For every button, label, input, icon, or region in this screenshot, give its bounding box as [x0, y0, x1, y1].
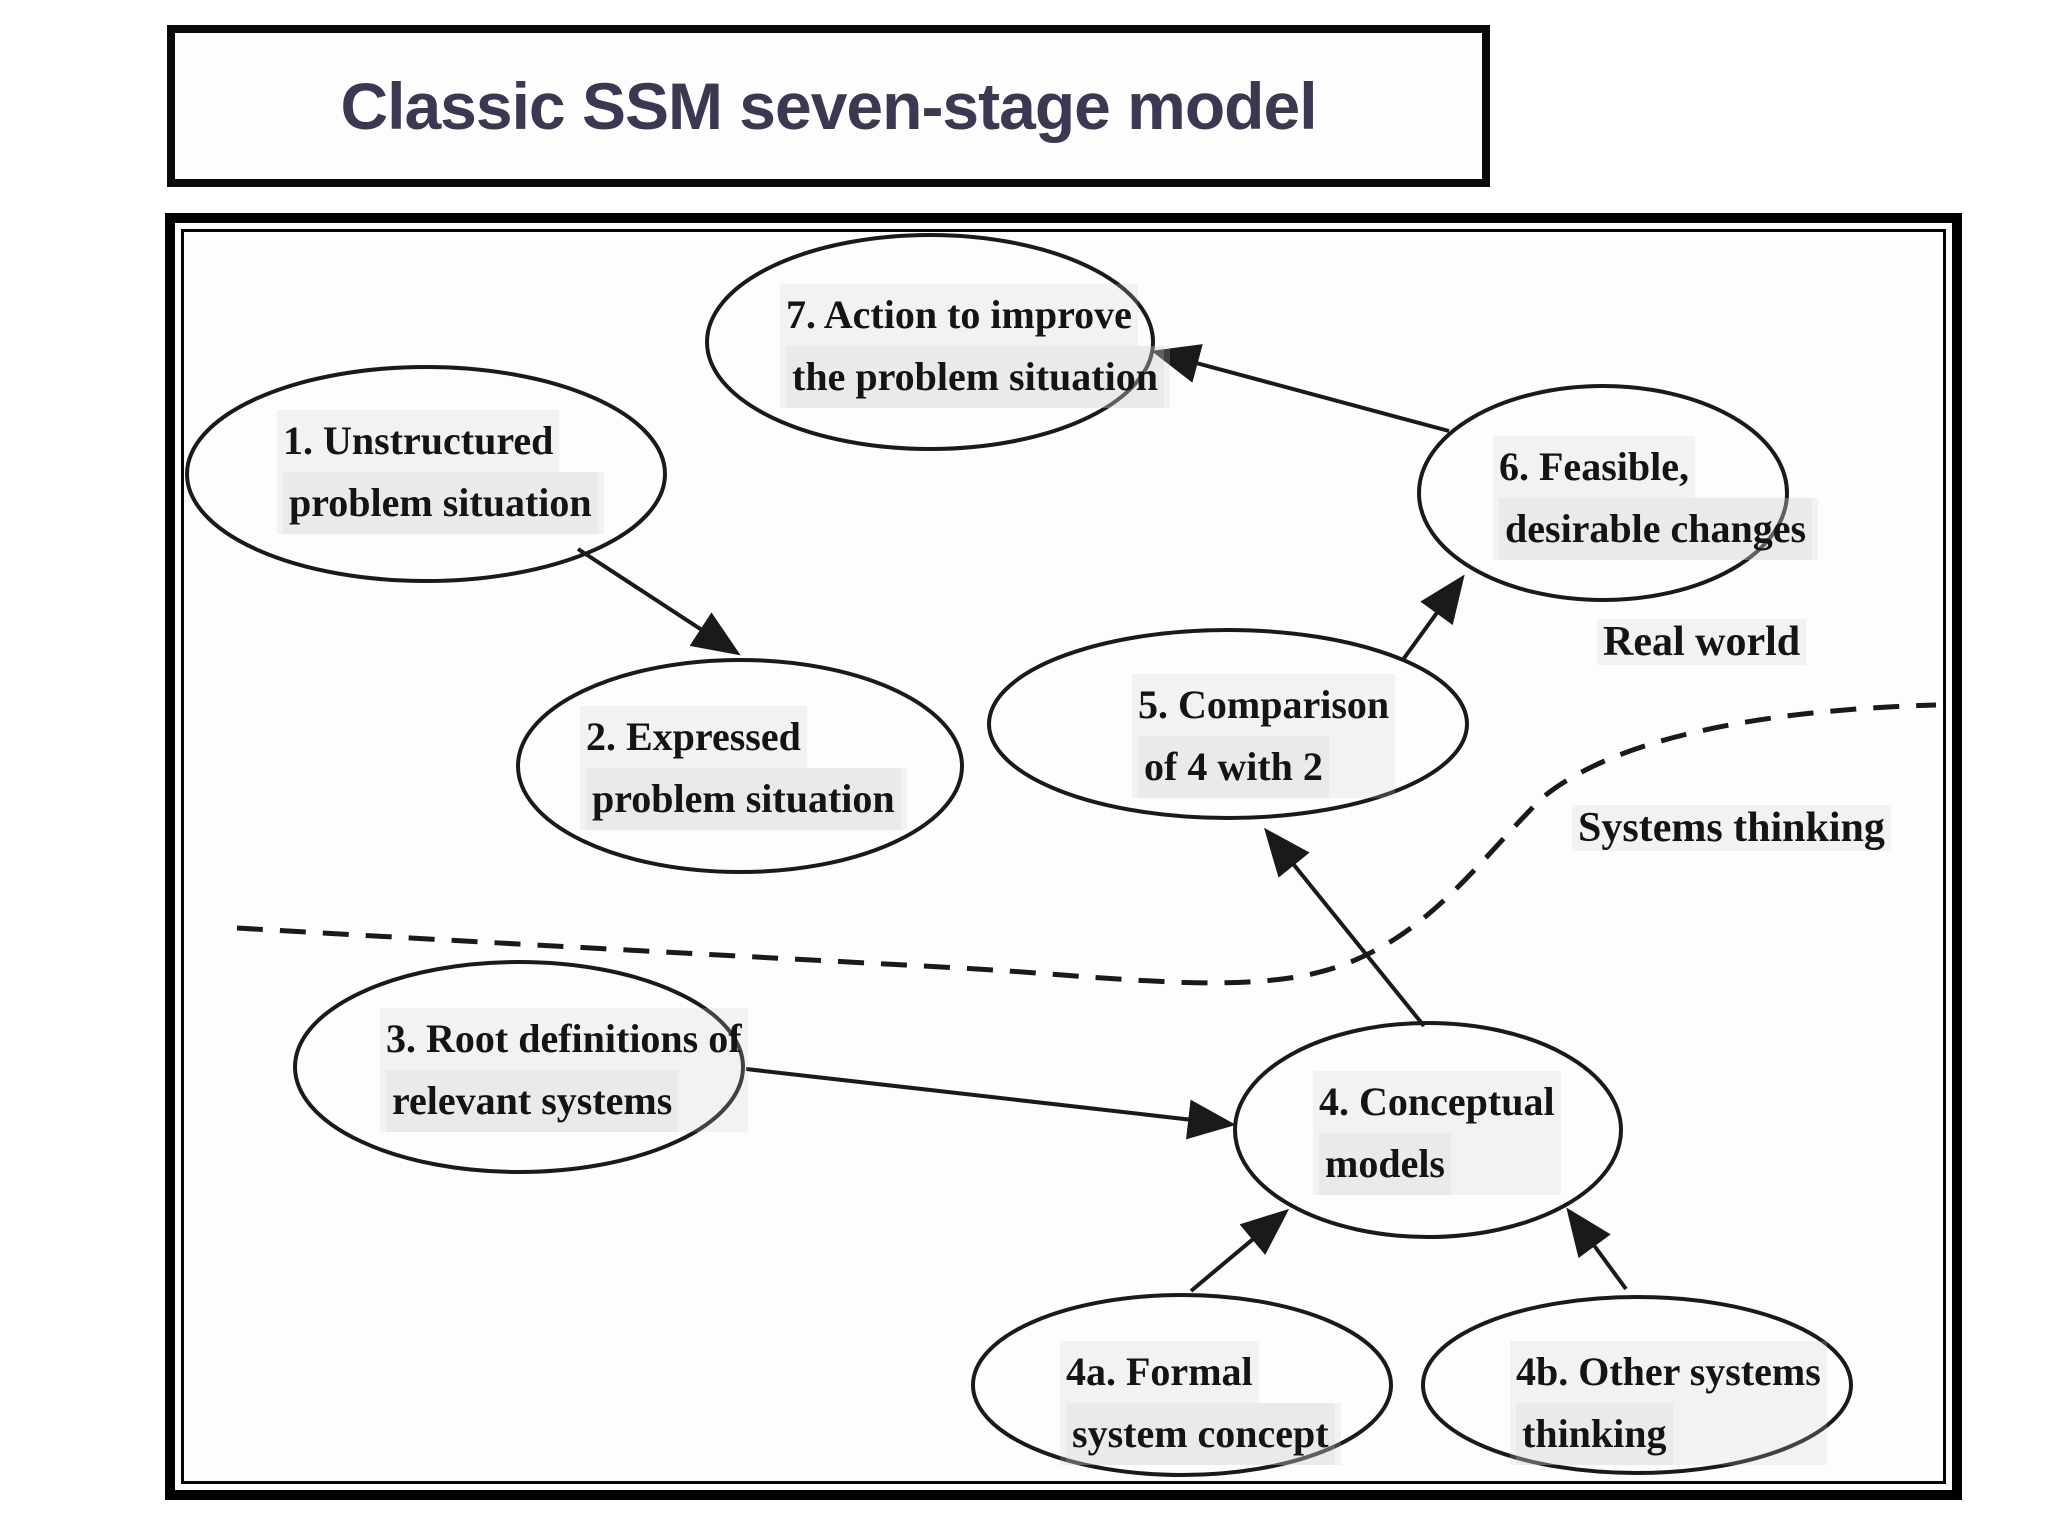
edge-3-to-4-arrow: [745, 1067, 1236, 1140]
real-world-label: Real world: [1597, 618, 1807, 666]
node-7-ellipse: [705, 233, 1155, 451]
node-6-label: 6. Feasible, desirable changes: [1493, 436, 1819, 560]
edge-4-to-5-arrow: [1263, 827, 1426, 1028]
real-world-boundary-dashed-line: [236, 702, 1937, 986]
node-4-label: 4. Conceptual models: [1313, 1071, 1561, 1195]
diagram-frame-inner: [181, 229, 1946, 1484]
node-2-label: 2. Expressed problem situation: [580, 706, 907, 830]
node-4b-label: 4b. Other systems thinking: [1510, 1341, 1827, 1465]
node-5-ellipse: [987, 628, 1469, 820]
edge-1-to-2-arrow: [576, 547, 741, 656]
node-1-ellipse: [185, 365, 667, 583]
node-6-ellipse: [1417, 384, 1789, 602]
node-7-label: 7. Action to improve the problem situati…: [780, 284, 1170, 408]
edge-4a-to-4-arrow: [1189, 1208, 1290, 1293]
node-2-ellipse: [516, 658, 964, 874]
slide-title: Classic SSM seven-stage model: [340, 69, 1317, 143]
edge-6-to-7-arrow: [1151, 344, 1450, 433]
node-4a-label: 4a. Formal system concept: [1060, 1341, 1341, 1465]
edge-4b-to-4-arrow: [1566, 1207, 1628, 1291]
node-3-ellipse: [293, 960, 745, 1174]
systems-thinking-label: Systems thinking: [1572, 804, 1891, 852]
node-3-label: 3. Root definitions of relevant systems: [380, 1008, 748, 1132]
node-4b-ellipse: [1421, 1295, 1853, 1475]
edge-5-to-6-arrow: [1400, 574, 1465, 663]
node-4a-ellipse: [971, 1293, 1393, 1477]
title-box: Classic SSM seven-stage model: [167, 25, 1490, 187]
node-1-label: 1. Unstructured problem situation: [277, 410, 604, 534]
node-5-label: 5. Comparison of 4 with 2: [1132, 674, 1396, 798]
